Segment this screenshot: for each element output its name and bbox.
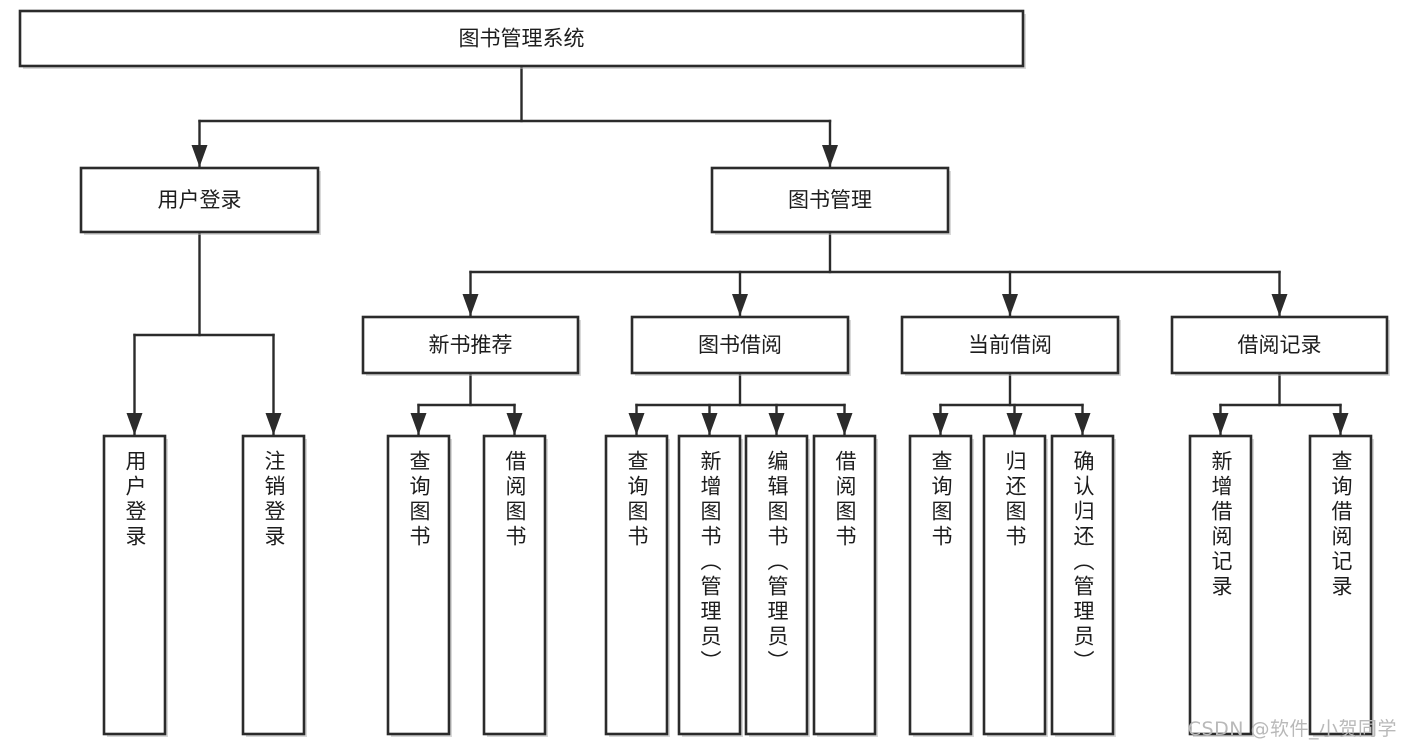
node-level3-3[interactable] [1170,315,1389,375]
connector-lines [126,64,1349,437]
node-level3-0[interactable] [361,315,580,375]
borrow-arrow-3 [836,413,853,435]
user-login-arrow-0 [126,413,143,435]
node-leaf-12[interactable] [1308,434,1373,736]
node-leaf-7[interactable] [812,434,877,736]
new-book-arrow-0 [410,413,427,435]
user-login-arrow-1 [265,413,282,435]
book-mgmt-arrow-1 [732,294,748,316]
node-level2-1[interactable] [710,166,950,234]
node-level3-label-1: 图书借阅 [698,333,782,357]
node-leaf-11[interactable] [1188,434,1253,736]
current-arrow-2 [1074,413,1091,435]
node-leaf-1[interactable] [241,434,306,736]
node-boxes [18,9,1390,737]
book-mgmt-arrow-3 [1271,294,1288,316]
node-root-label: 图书管理系统 [459,27,585,51]
watermark-text: CSDN @软件_小贺同学 [1187,718,1397,740]
node-leaf-8[interactable] [908,434,973,736]
node-leaf-0[interactable] [102,434,167,736]
borrow-arrow-1 [701,413,718,435]
node-leaf-4[interactable] [604,434,669,736]
book-mgmt-arrow-0 [462,294,479,316]
root-arrow-0 [191,145,208,167]
node-level3-2[interactable] [900,315,1120,375]
node-level3-label-0: 新书推荐 [429,333,513,357]
node-level3-1[interactable] [630,315,850,375]
node-leaf-5[interactable] [677,434,742,736]
node-level3-label-3: 借阅记录 [1238,333,1322,357]
node-leaf-9[interactable] [982,434,1047,736]
node-leaf-6[interactable] [744,434,809,736]
borrow-arrow-0 [628,413,645,435]
node-leaf-10[interactable] [1050,434,1115,736]
record-arrow-1 [1332,413,1349,435]
borrow-arrow-2 [768,413,785,435]
node-level2-0[interactable] [79,166,320,234]
node-level3-label-2: 当前借阅 [968,333,1052,357]
current-arrow-0 [932,413,949,435]
new-book-arrow-1 [506,413,523,435]
node-leaf-2[interactable] [386,434,451,736]
book-mgmt-arrow-2 [1002,294,1018,316]
node-root[interactable] [18,9,1025,68]
node-level2-label-1: 图书管理 [788,188,872,212]
root-arrow-1 [822,145,838,167]
node-leaf-3[interactable] [482,434,547,736]
node-level2-label-0: 用户登录 [158,188,242,212]
current-arrow-1 [1006,413,1023,435]
record-arrow-0 [1212,413,1229,435]
